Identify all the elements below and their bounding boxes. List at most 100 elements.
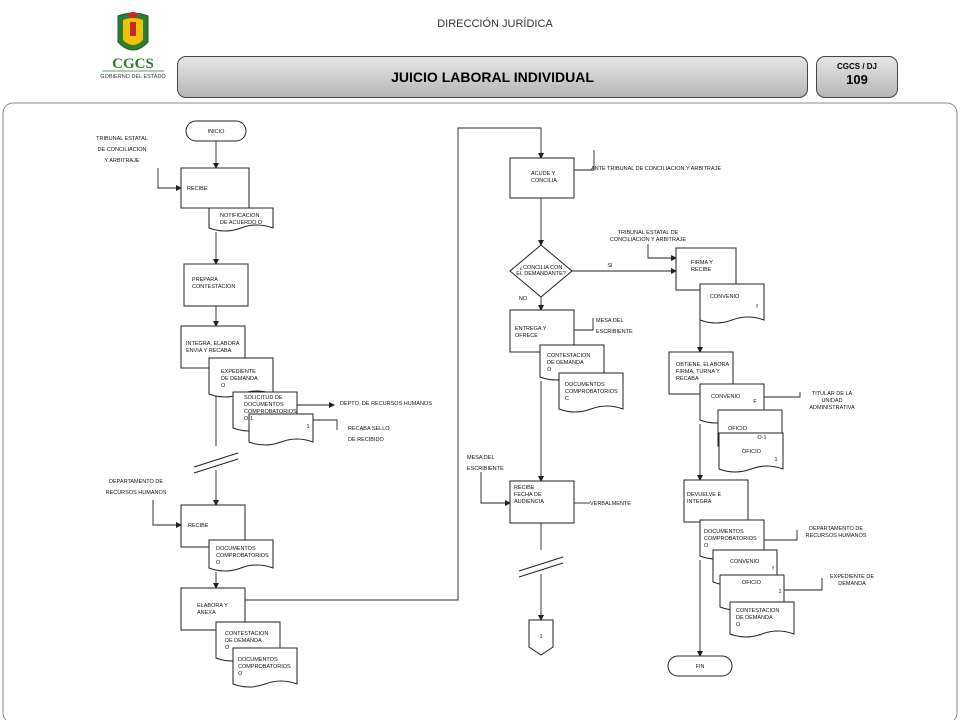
break-col1-a-a — [193, 452, 239, 468]
prepara-line-1: PREPARA — [192, 277, 218, 283]
link-col1-col2 — [245, 127, 544, 601]
tribunal-col3-line-2: CONCILIACION Y ARBITRAJE — [610, 237, 687, 243]
mesa2-line-1: MESA DEL — [467, 455, 495, 461]
contestacion2-line-2: DE DEMANDA — [547, 360, 584, 366]
decision-line-2: EL DEMANDANTE? — [516, 271, 566, 277]
page-number: 109 — [846, 72, 868, 87]
contestacion2-line-1: CONTESTACION — [547, 353, 590, 359]
contestacion3-doc — [729, 601, 795, 638]
oficio3-line-1: OFICIO — [742, 580, 762, 586]
obtiene-line-3: RECABA — [676, 376, 699, 382]
expediente-col3-line-2: DEMANDA — [838, 581, 866, 587]
docs1-line-2: COMPROBATORIOS — [216, 553, 269, 559]
link-mesa-recibe — [480, 472, 511, 506]
coat-of-arms-icon — [117, 12, 149, 51]
offpage-connector — [528, 619, 554, 656]
acude-box — [509, 157, 575, 199]
docs-col2-line-1: DOCUMENTOS — [565, 382, 605, 388]
notificacion-line-1: NOTIFICACION — [220, 213, 259, 219]
contestacion1-line-3: O — [225, 645, 230, 651]
solicitud-copy-doc — [248, 413, 314, 446]
link-tribunal-firma — [647, 244, 677, 261]
docs-col2-line-3: C — [565, 396, 569, 402]
firma-line-2: RECIBE — [691, 267, 712, 273]
connector-label: 1 — [539, 634, 542, 640]
titular-line-1: TITULAR DE LA — [812, 391, 853, 397]
depto-rh-col3-line-1: DEPARTAMENTO DE — [809, 526, 863, 532]
actor-rh-line-1: DEPARTAMENTO DE — [109, 479, 163, 485]
oficio2-line-2: 1 — [774, 457, 777, 463]
expediente-line-2: DE DEMANDA — [221, 376, 258, 382]
si-label: SI — [607, 263, 613, 269]
no-label: NO — [519, 296, 528, 302]
convenio2-line-2: F — [753, 399, 757, 405]
mesa2-line-2: ESCRIBIENTE — [467, 466, 504, 472]
oficio3-line-2: 1 — [778, 589, 781, 595]
link-rh-recaba — [313, 419, 338, 430]
diagram-frame — [2, 102, 958, 720]
logo-text: CGCS — [112, 56, 154, 72]
solicitud-line-2: DOCUMENTOS — [244, 402, 284, 408]
depto-rh-label: DEPTO. DE RECURSOS HUMANOS — [340, 401, 432, 407]
link-docs-rh — [764, 530, 798, 541]
obtiene-line-1: OBTIENE, ELABORA — [676, 362, 730, 368]
convenio1-doc — [699, 283, 765, 324]
docs-col3-line-3: O — [704, 543, 709, 549]
devuelve-box — [683, 479, 749, 523]
link-acude-ante — [574, 150, 595, 171]
oficio1-line-2: O-1 — [757, 435, 766, 441]
link-convenio-titular — [764, 392, 801, 398]
elabora-line-1: ELABORA Y — [197, 603, 228, 609]
convenio3-line-1: CONVENIO — [730, 559, 760, 565]
notificacion-line-2: DE ACUERDO O — [220, 220, 263, 226]
break-col2-b — [518, 562, 564, 578]
docs1-line-3: O — [216, 560, 221, 566]
document-code-box: CGCS / DJ 109 — [816, 56, 898, 98]
ante-label: ANTE TRIBUNAL DE CONCILIACION Y ARBITRAJ… — [591, 166, 721, 172]
process-title: JUICIO LABORAL INDIVIDUAL — [177, 56, 808, 98]
link-tribunal-recibe — [157, 168, 182, 191]
decision-line-1: ¿CONCILIA CON — [520, 265, 563, 271]
devuelve-line-2: INTEGRA — [687, 499, 712, 505]
docs2-doc — [232, 647, 298, 688]
decision-diamond — [509, 244, 573, 298]
contestacion2-line-3: O — [547, 367, 552, 373]
convenio1-line-2: f — [756, 304, 758, 310]
acude-line-1: ACUDE Y — [531, 171, 556, 177]
actor-tribunal-line-3: Y ARBITRAJE — [104, 158, 139, 164]
start-terminator — [185, 120, 247, 142]
verbalmente-label: VERBALMENTE — [590, 501, 631, 507]
recibe-fecha-line-3: AUDIENCIA — [514, 499, 544, 505]
recibe-label: RECIBE — [187, 186, 208, 192]
recibe-fecha-line-2: FECHA DE — [514, 492, 542, 498]
firma-line-1: FIRMA Y — [691, 260, 713, 266]
recaba-line-2: DE RECIBIDO — [348, 437, 384, 443]
recaba-line-1: RECABA SELLO — [348, 426, 390, 432]
prepara-line-2: CONTESTACION — [192, 284, 235, 290]
docs1-line-1: DOCUMENTOS — [216, 546, 256, 552]
government-logo: CGCS GOBIERNO DEL ESTADO — [100, 12, 166, 80]
recibe-fecha-line-1: RECIBE — [514, 485, 535, 491]
docs2-line-2: COMPROBATORIOS — [238, 664, 291, 670]
entrega-line-1: ENTREGA Y — [515, 326, 547, 332]
department-title: DIRECCIÓN JURÍDICA — [437, 18, 553, 30]
mesa1-line-1: MESA DEL — [596, 318, 624, 324]
contestacion1-line-2: DE DEMANDA — [225, 638, 262, 644]
docs2-line-3: O — [238, 671, 243, 677]
acude-line-2: CONCILIA — [531, 178, 557, 184]
expediente-line-1: EXPEDIENTE — [221, 369, 256, 375]
convenio2-line-1: CONVENIO — [711, 394, 741, 400]
break-col1-a-b — [193, 458, 239, 474]
convenio3-line-2: f — [772, 566, 774, 572]
actor-tribunal-line-2: DE CONCILIACION — [98, 147, 147, 153]
link-entrega-mesa — [574, 318, 594, 331]
tribunal-col3-line-1: TRIBUNAL ESTATAL DE — [618, 230, 679, 236]
recibe-fecha-box — [509, 480, 575, 524]
docs1-doc — [208, 539, 274, 572]
link-rh-recibe2 — [152, 500, 182, 528]
docs-col3-line-1: DOCUMENTOS — [704, 529, 744, 535]
convenio1-line-1: CONVENIO — [710, 294, 740, 300]
expediente-line-3: O — [221, 383, 226, 389]
notificacion-doc — [208, 207, 274, 232]
recibe2-label: RECIBE — [188, 523, 209, 529]
